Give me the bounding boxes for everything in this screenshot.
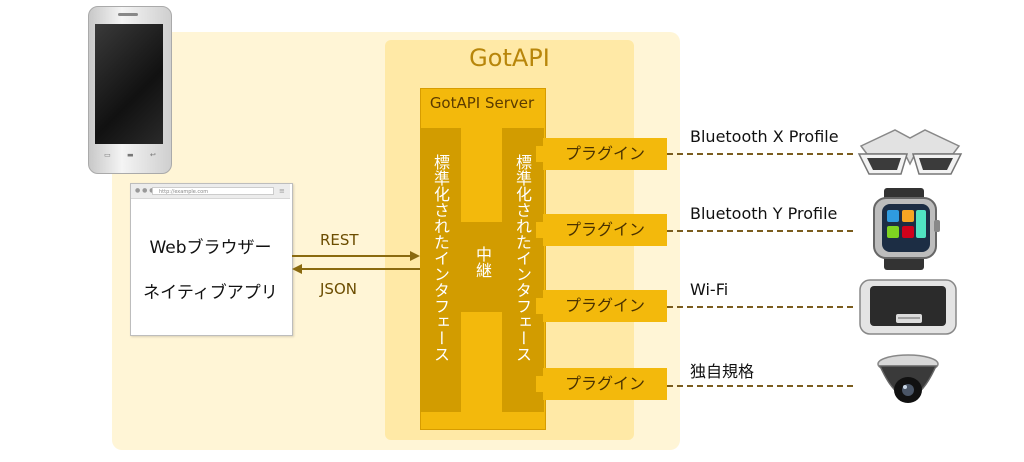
right-interface-bar	[502, 128, 544, 412]
phone-buttons: ▭▬↩	[104, 151, 156, 159]
connection-label: 独自規格	[690, 362, 755, 381]
plugin-box: プラグイン	[543, 290, 667, 322]
3d-glasses-icon	[857, 129, 963, 175]
weight-scale-icon	[859, 279, 957, 335]
connection-line	[667, 230, 853, 232]
connection-line	[667, 153, 853, 155]
client-app-window	[130, 183, 293, 336]
smartwatch-icon	[873, 188, 940, 270]
plugin-box: プラグイン	[543, 214, 667, 246]
rest-label: REST	[320, 231, 359, 249]
relay-bar	[461, 222, 502, 312]
relay-label: 中継	[473, 246, 492, 278]
rest-arrow-head	[410, 251, 420, 261]
connection-line	[667, 385, 853, 387]
left-interface-label: 標準化されたインタフェース	[431, 154, 450, 362]
plugin-connector	[536, 146, 546, 162]
phone-screen	[95, 24, 163, 144]
right-interface-label: 標準化されたインタフェース	[513, 154, 532, 362]
rest-json-arrows	[292, 251, 420, 274]
connection-label: Wi-Fi	[690, 280, 729, 299]
gotapi-title: GotAPI	[469, 44, 550, 72]
plugin-connector	[536, 222, 546, 238]
window-controls-icon: ● ● ●	[135, 187, 155, 194]
connection-line	[667, 306, 853, 308]
connection-label: Bluetooth Y Profile	[690, 204, 838, 223]
phone-speaker	[118, 13, 138, 16]
plugin-box: プラグイン	[543, 138, 667, 170]
plugin-connector	[536, 298, 546, 314]
security-camera-icon	[877, 354, 939, 403]
plugin-box: プラグイン	[543, 368, 667, 400]
connection-label: Bluetooth X Profile	[690, 127, 839, 146]
json-arrow-head	[292, 264, 302, 274]
left-interface-bar	[420, 128, 461, 412]
plugin-connector	[536, 376, 546, 392]
web-browser-label: Webブラウザー	[149, 238, 272, 258]
browser-url-field: http://example.com	[152, 187, 274, 195]
gotapi-server-title: GotAPI Server	[429, 94, 535, 112]
json-label: JSON	[320, 280, 357, 298]
menu-icon: ≡	[279, 187, 285, 195]
native-app-label: ネイティブアプリ	[143, 283, 278, 303]
